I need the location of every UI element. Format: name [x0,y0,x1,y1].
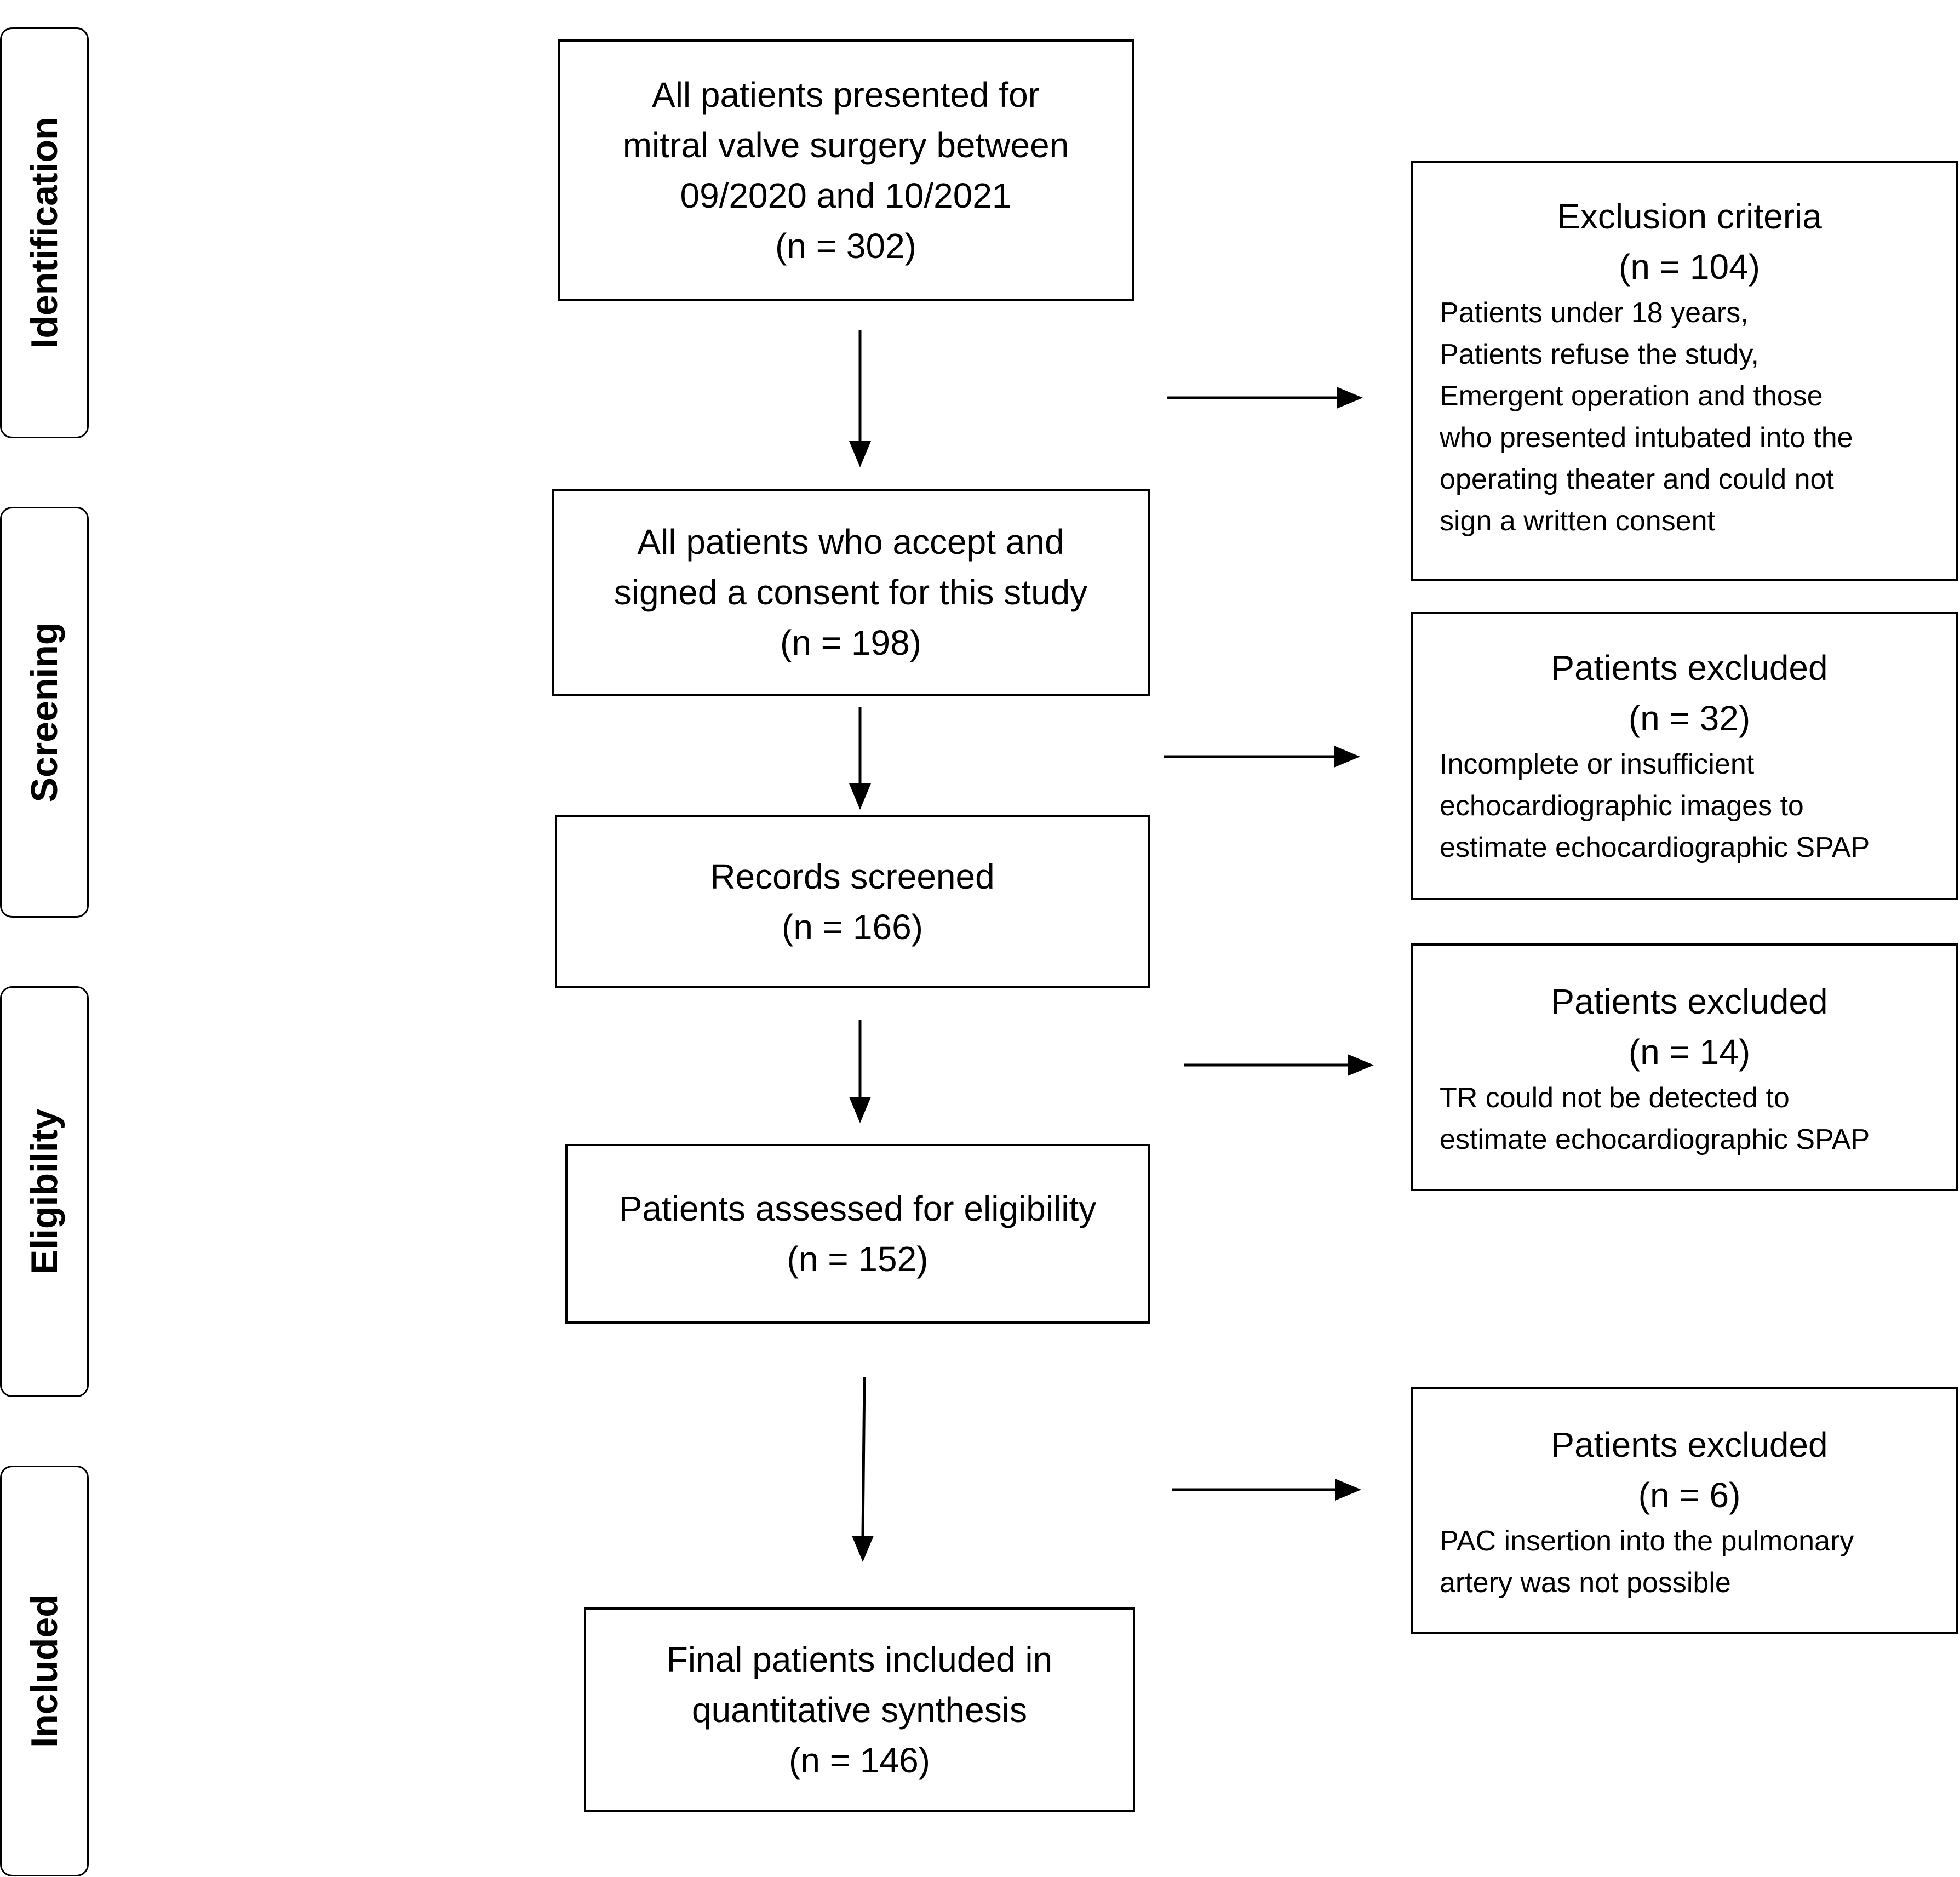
box-text-line: 09/2020 and 10/2021 [680,176,1012,215]
box-detail-line: Emergent operation and those [1440,380,1823,412]
box-all-patients-presented: All patients presented for mitral valve … [558,39,1134,301]
box-count: (n = 146) [789,1741,930,1780]
arrow-right-1 [1167,387,1363,409]
box-detail-line: who presented intubated into the [1440,422,1853,454]
box-detail-line: PAC insertion into the pulmonary [1440,1525,1854,1557]
box-detail-line: estimate echocardiographic SPAP [1440,832,1870,863]
box-count: (n = 32) [1628,699,1751,738]
box-detail-line: Incomplete or insufficient [1440,748,1755,780]
box-excluded-pac: Patients excluded (n = 6) PAC insertion … [1411,1387,1958,1634]
box-text-line: signed a consent for this study [614,573,1088,612]
box-text-line: Final patients included in [666,1640,1053,1679]
box-records-screened: Records screened (n = 166) [555,815,1150,988]
arrow-down-2 [849,707,871,810]
phase-eligibility: Eligibility [0,986,89,1397]
arrow-down-1 [849,330,871,467]
box-count: (n = 166) [782,907,923,947]
box-detail-line: artery was not possible [1440,1567,1731,1599]
arrow-down-3 [849,1020,871,1123]
phase-identification: Identification [0,27,89,438]
box-detail-line: TR could not be detected to [1440,1082,1790,1114]
box-title: Exclusion criteria [1557,197,1822,236]
box-count: (n = 198) [780,623,921,662]
box-text-line: quantitative synthesis [692,1690,1027,1730]
arrow-right-2 [1164,746,1360,768]
box-detail-line: operating theater and could not [1440,463,1834,495]
box-count: (n = 302) [775,226,916,266]
box-text-line: All patients presented for [652,75,1040,115]
box-final-included: Final patients included in quantitative … [584,1607,1135,1812]
box-detail-line: sign a written consent [1440,505,1715,537]
box-text-line: mitral valve surgery between [622,125,1069,165]
phase-included: Included [0,1466,89,1876]
box-detail-line: echocardiographic images to [1440,790,1804,822]
box-text-line: Records screened [710,857,995,896]
arrow-right-3 [1184,1054,1374,1076]
box-title: Patients excluded [1551,648,1828,688]
arrow-right-4 [1172,1479,1361,1501]
box-detail-line: Patients refuse the study, [1440,339,1759,370]
box-assessed-eligibility: Patients assessed for eligibility (n = 1… [565,1144,1150,1324]
arrow-down-4 [852,1376,874,1562]
box-count: (n = 6) [1638,1475,1741,1515]
box-detail-line: estimate echocardiographic SPAP [1440,1124,1870,1155]
box-excluded-tr: Patients excluded (n = 14) TR could not … [1411,943,1958,1191]
box-title: Patients excluded [1551,982,1828,1021]
box-excluded-echo-images: Patients excluded (n = 32) Incomplete or… [1411,612,1958,900]
phase-screening: Screening [0,507,89,918]
box-title: Patients excluded [1551,1425,1828,1464]
box-count: (n = 14) [1628,1032,1751,1072]
box-detail-line: Patients under 18 years, [1440,297,1749,329]
box-exclusion-criteria: Exclusion criteria (n = 104) Patients un… [1411,161,1958,581]
box-count: (n = 104) [1619,247,1760,287]
box-count: (n = 152) [787,1239,929,1279]
box-patients-consented: All patients who accept and signed a con… [552,489,1150,696]
box-text-line: Patients assessed for eligibility [618,1189,1097,1228]
box-text-line: All patients who accept and [637,522,1064,562]
